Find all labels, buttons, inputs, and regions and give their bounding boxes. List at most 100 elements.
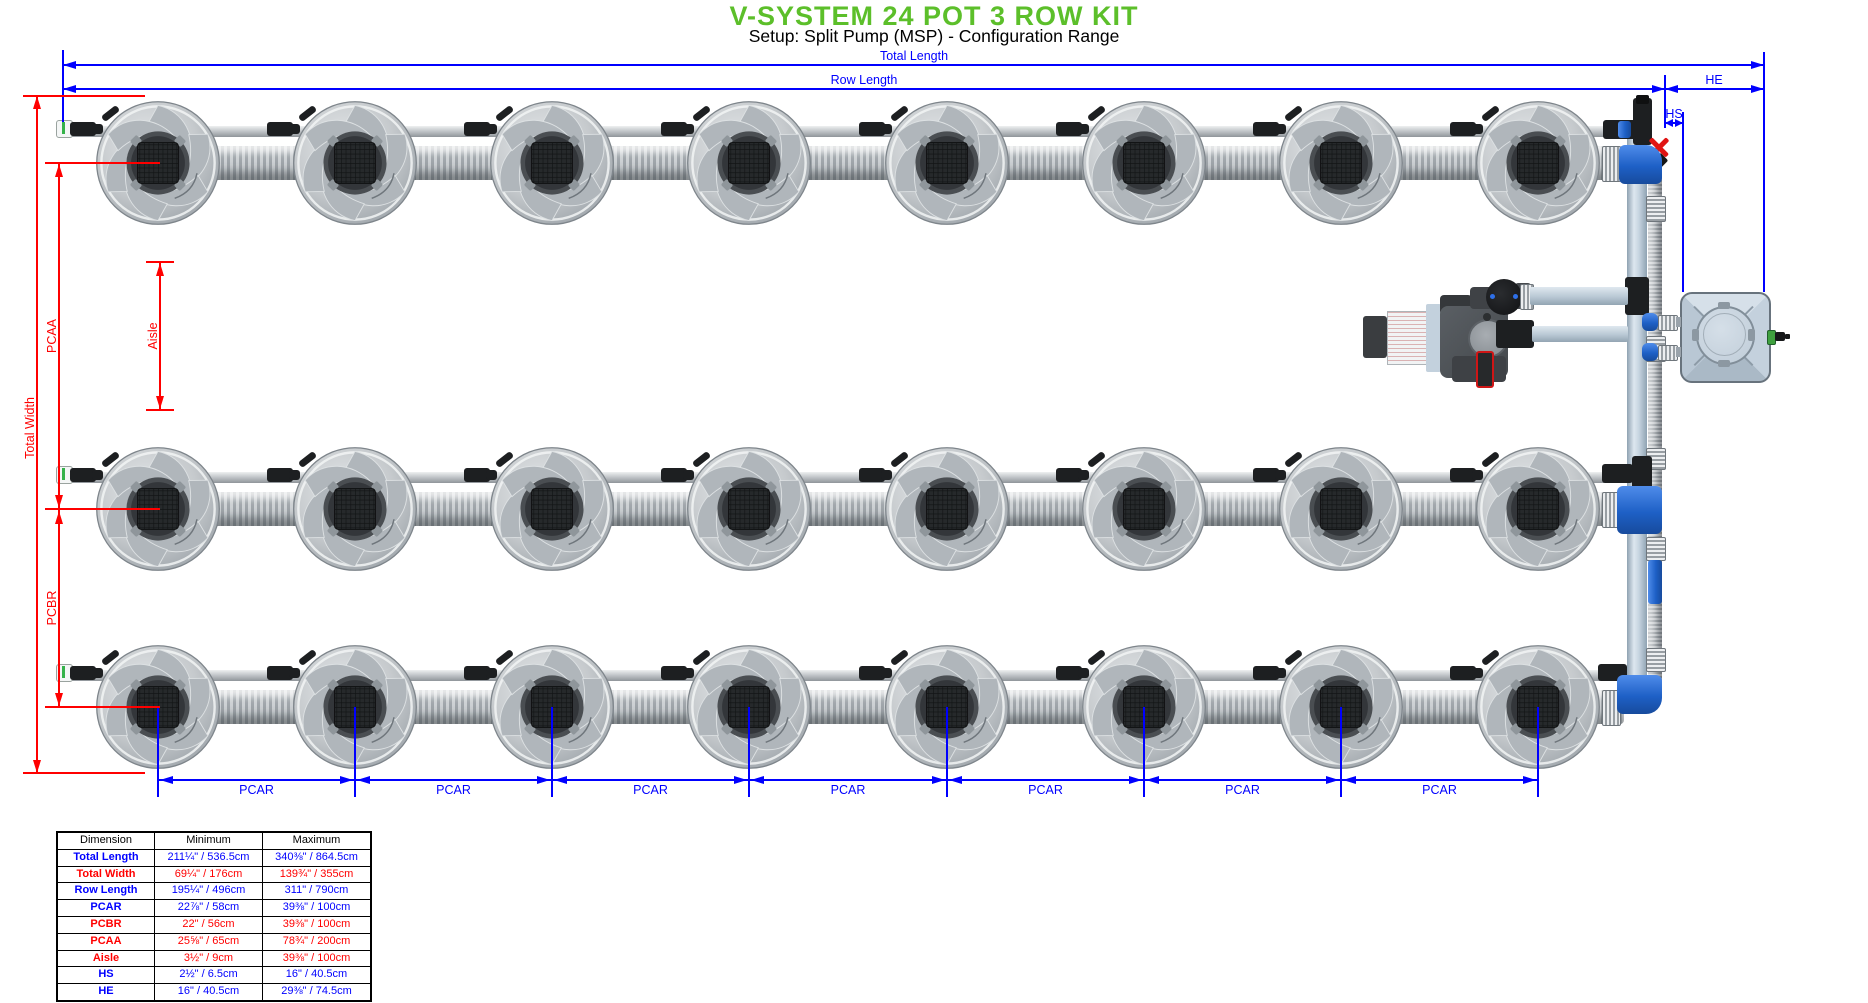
table-min-value: 195¼" / 496cm <box>155 883 262 900</box>
dimension-arrow-icon <box>54 495 63 508</box>
table-min-value: 25⅝" / 65cm <box>155 933 262 950</box>
aisle-label: Aisle <box>146 322 160 350</box>
pot-feed-coupler <box>464 666 490 680</box>
pump-red-valve <box>1476 351 1494 388</box>
grow-pot <box>1470 444 1606 579</box>
table-min-value: 22" / 56cm <box>155 916 262 933</box>
pcar-label: PCAR <box>1028 783 1063 797</box>
pot-feed-coupler <box>267 666 293 680</box>
pcbr-line <box>58 509 60 707</box>
hs-line <box>1665 122 1683 124</box>
dimension-arrow-icon <box>1343 775 1356 784</box>
table-dimension-name: PCAA <box>58 933 154 950</box>
pump-screw-blue <box>1513 294 1518 299</box>
table-max-value: 39⅜" / 100cm <box>263 950 370 967</box>
dimension-arrow-icon <box>1751 60 1764 69</box>
grow-pot <box>1273 444 1409 579</box>
pot-feed-elbow <box>1275 124 1286 134</box>
pot-feed-coupler <box>1450 468 1476 482</box>
ref-line <box>23 95 145 97</box>
row3-return-elbow <box>1617 675 1662 714</box>
manifold-coupler <box>1646 196 1666 222</box>
pot-feed-coupler <box>267 468 293 482</box>
hs-label: HS <box>1665 107 1683 121</box>
pot-feed-coupler <box>859 122 885 136</box>
pot-feed-elbow <box>289 668 300 678</box>
pot-feed-coupler <box>661 122 687 136</box>
dimension-arrow-icon <box>1652 84 1665 93</box>
table-dimension-name: Aisle <box>58 950 154 967</box>
table-dimension-name: Total Length <box>58 849 154 866</box>
pot-feed-elbow <box>1078 124 1089 134</box>
table-max-value: 39⅜" / 100cm <box>263 900 370 916</box>
page-subtitle: Setup: Split Pump (MSP) - Configuration … <box>748 26 1120 46</box>
dimension-arrow-icon <box>32 760 41 773</box>
dimension-arrow-icon <box>32 96 41 109</box>
pot-feed-coupler <box>1056 666 1082 680</box>
dimension-arrow-icon <box>1146 775 1159 784</box>
manifold-top-cap <box>1636 95 1649 104</box>
pcar-label: PCAR <box>633 783 668 797</box>
pot-feed-elbow <box>1078 668 1089 678</box>
dimension-arrow-icon <box>155 396 164 409</box>
manifold-top-tee <box>1633 98 1652 145</box>
table-min-value: 22⅞" / 58cm <box>155 900 262 916</box>
total-length-label: Total Length <box>879 49 949 63</box>
grow-pot <box>484 98 620 233</box>
pump-label-plate <box>1387 311 1431 365</box>
pcaa-label: PCAA <box>45 318 59 354</box>
pot-feed-elbow <box>92 668 103 678</box>
pot-feed-elbow <box>486 470 497 480</box>
pot-feed-coupler <box>661 468 687 482</box>
lid-tab <box>1748 329 1755 341</box>
total-width-label: Total Width <box>23 397 37 459</box>
table-dimension-name: Total Width <box>58 866 154 883</box>
dimension-arrow-icon <box>54 693 63 706</box>
dimension-arrow-icon <box>54 511 63 524</box>
pump-supply-tee <box>1625 277 1649 315</box>
pot-feed-elbow <box>289 470 300 480</box>
extension-line <box>62 50 64 122</box>
grow-pot <box>287 444 423 579</box>
table-max-value: 78¾" / 200cm <box>263 933 370 950</box>
grow-pot <box>1470 98 1606 233</box>
grow-pot <box>879 98 1015 233</box>
table-min-value: 16" / 40.5cm <box>155 984 262 1000</box>
total-width-line <box>36 96 38 773</box>
reservoir-hose-elbow <box>1642 343 1658 361</box>
pcar-label: PCAR <box>1225 783 1260 797</box>
pcar-tick <box>354 707 356 797</box>
dimension-arrow-icon <box>734 775 747 784</box>
row2-feed-tee <box>1632 456 1652 493</box>
pcar-tick <box>157 707 159 797</box>
pot-feed-elbow <box>1472 470 1483 480</box>
pump-screw-blue <box>1490 294 1495 299</box>
grow-pot <box>90 444 226 579</box>
manifold-supply-pipe <box>1627 138 1647 712</box>
pot-feed-coupler <box>267 122 293 136</box>
ref-line <box>45 706 160 708</box>
dimension-arrow-icon <box>357 775 370 784</box>
pump-pipe-top <box>1530 287 1628 305</box>
table-max-value: 311" / 790cm <box>263 883 370 900</box>
row2-return-junction <box>1617 486 1662 534</box>
ref-line <box>45 162 160 164</box>
pcar-chain-line <box>158 779 1538 781</box>
row-supply-pipe <box>66 126 1606 137</box>
dimension-arrow-icon <box>63 84 76 93</box>
manifold-coupler <box>1646 648 1666 672</box>
grow-pot <box>1076 98 1212 233</box>
pcar-label: PCAR <box>830 783 866 797</box>
pot-feed-coupler <box>1450 666 1476 680</box>
pot-feed-elbow <box>683 668 694 678</box>
reservoir-drain-tip <box>1785 334 1790 339</box>
dimension-arrow-icon <box>949 775 962 784</box>
table-dimension-name: Row Length <box>58 883 154 900</box>
grow-pot <box>879 444 1015 579</box>
ref-line <box>45 508 160 510</box>
pump-inlet-fitting <box>1496 320 1534 348</box>
pot-feed-coupler <box>859 666 885 680</box>
table-max-value: 39⅜" / 100cm <box>263 916 370 933</box>
pot-feed-elbow <box>1078 470 1089 480</box>
